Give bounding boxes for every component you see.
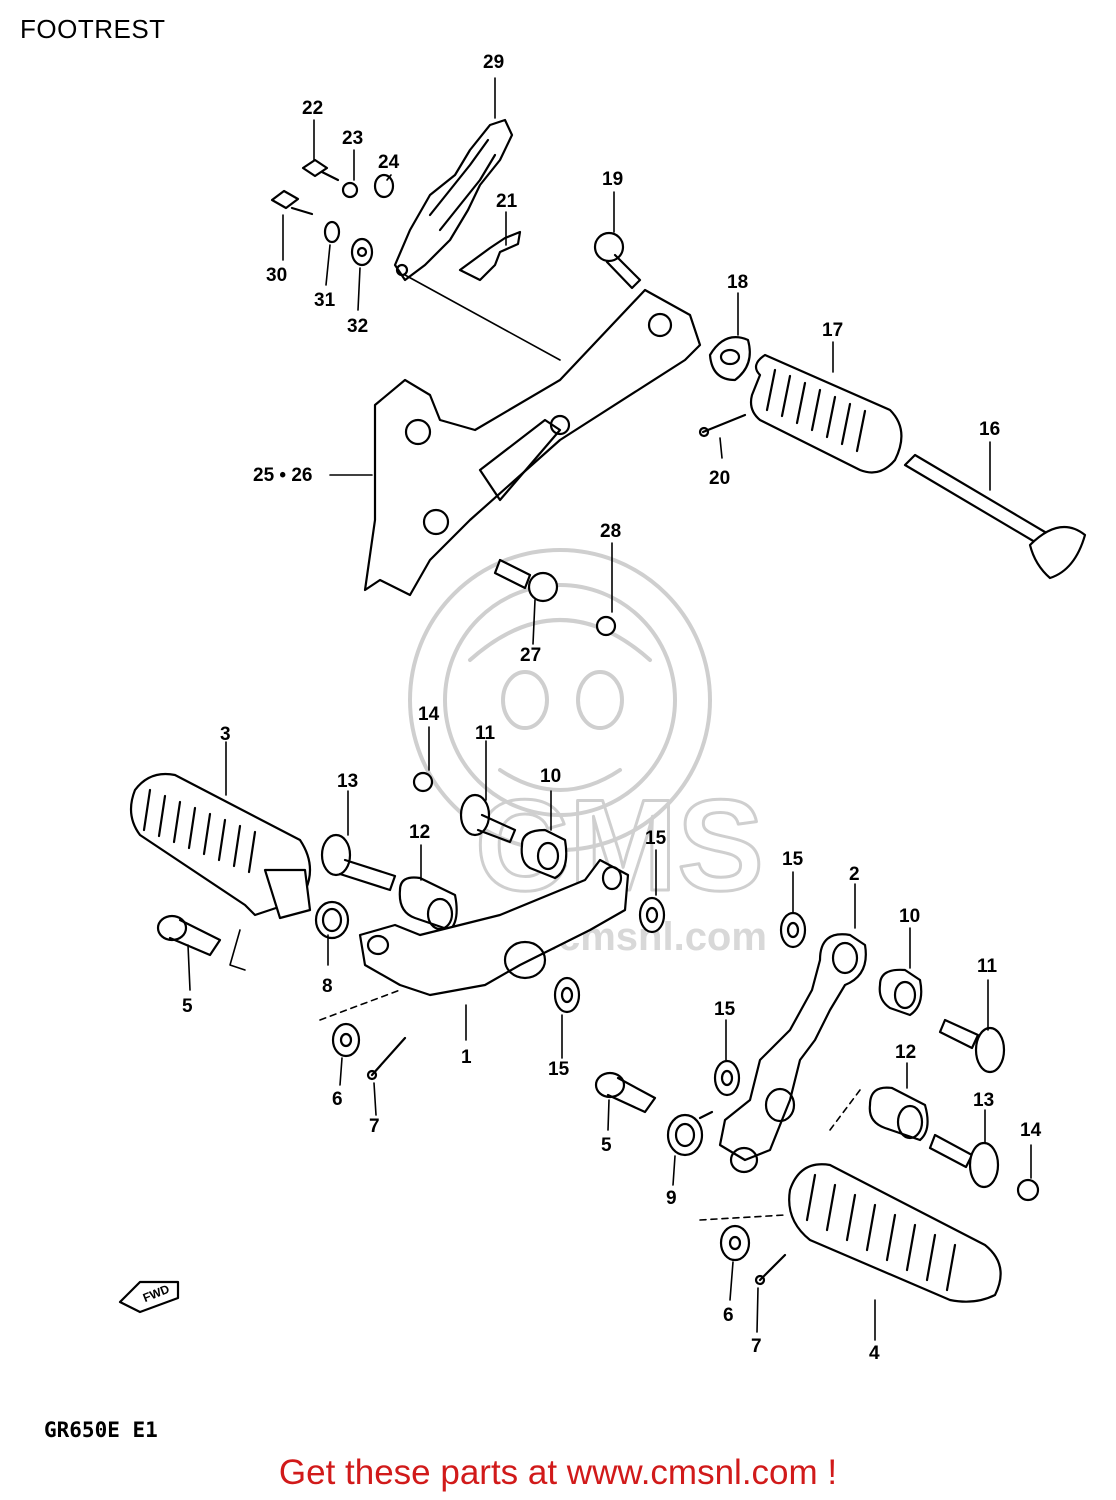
callout-17: 17 bbox=[822, 320, 843, 341]
callout-15b: 15 bbox=[782, 849, 804, 870]
callout-11a: 11 bbox=[475, 723, 496, 744]
page-title: FOOTREST bbox=[20, 14, 166, 44]
part-31-washer bbox=[323, 220, 341, 244]
part-15-washer-c bbox=[779, 911, 807, 949]
leader-lines bbox=[187, 77, 1032, 1341]
part-21-clip bbox=[458, 230, 522, 282]
part-18-washer bbox=[708, 336, 751, 382]
callout-12b: 12 bbox=[895, 1042, 916, 1063]
part-10-bushing-left bbox=[520, 828, 568, 880]
part-24-washer bbox=[373, 173, 395, 199]
part-6-washer-left bbox=[331, 1022, 361, 1058]
callout-15c: 15 bbox=[548, 1059, 570, 1080]
callout-20: 20 bbox=[709, 468, 730, 489]
callout-9: 9 bbox=[666, 1188, 677, 1209]
part-14-cap-right bbox=[1016, 1178, 1040, 1202]
part-17-footpeg bbox=[749, 353, 903, 474]
part-23-washer bbox=[341, 181, 359, 199]
callout-29: 29 bbox=[483, 52, 504, 73]
part-20-cotter-pin bbox=[698, 413, 747, 438]
callout-4: 4 bbox=[869, 1343, 880, 1364]
callout-22: 22 bbox=[302, 98, 323, 119]
callout-25-26: 25 • 26 bbox=[253, 465, 312, 486]
callout-28: 28 bbox=[600, 521, 621, 542]
callout-15a: 15 bbox=[645, 828, 667, 849]
callout-32: 32 bbox=[347, 316, 368, 337]
part-22-bolt bbox=[301, 158, 340, 182]
callout-13a: 13 bbox=[337, 771, 358, 792]
callout-2: 2 bbox=[849, 864, 860, 885]
part-28-cap bbox=[595, 615, 617, 637]
part-27-bolt bbox=[493, 558, 559, 603]
part-15-washer-b bbox=[553, 976, 581, 1014]
part-2-brake-arm bbox=[718, 933, 867, 1174]
callout-6b: 6 bbox=[723, 1305, 734, 1326]
part-7-cotter-left bbox=[366, 1036, 407, 1081]
callout-5b: 5 bbox=[601, 1135, 612, 1156]
callout-10b: 10 bbox=[899, 906, 920, 927]
callout-8: 8 bbox=[322, 976, 333, 997]
part-5-pin-right bbox=[594, 1071, 657, 1114]
part-15-washer-d bbox=[713, 1059, 741, 1097]
fwd-arrow-icon bbox=[118, 1280, 180, 1314]
callout-27: 27 bbox=[520, 645, 541, 666]
part-6-washer-right bbox=[719, 1224, 751, 1262]
part-10-bushing-right bbox=[878, 968, 923, 1017]
callout-30: 30 bbox=[266, 265, 287, 286]
model-code: GR650E E1 bbox=[44, 1418, 158, 1442]
callout-3: 3 bbox=[220, 724, 231, 745]
callout-5a: 5 bbox=[182, 996, 193, 1017]
callout-14a: 14 bbox=[418, 704, 440, 725]
part-14-cap-left bbox=[412, 771, 434, 793]
footer-cta-link[interactable]: Get these parts at www.cmsnl.com ! bbox=[278, 1453, 838, 1492]
callout-7b: 7 bbox=[751, 1336, 762, 1357]
callout-1: 1 bbox=[461, 1047, 472, 1068]
part-11-bolt-right bbox=[938, 1018, 1006, 1074]
callout-10a: 10 bbox=[540, 766, 561, 787]
part-16-pin bbox=[903, 453, 1087, 580]
part-4-footpeg bbox=[788, 1163, 1002, 1303]
part-8-spring bbox=[314, 900, 350, 940]
callout-12a: 12 bbox=[409, 822, 430, 843]
callout-19: 19 bbox=[602, 169, 623, 190]
part-32-washer bbox=[350, 237, 374, 267]
part-30-bolt bbox=[270, 189, 314, 216]
part-13-bolt-right bbox=[928, 1133, 1000, 1189]
part-9-spring bbox=[666, 1110, 714, 1157]
callout-13b: 13 bbox=[973, 1090, 994, 1111]
callout-31: 31 bbox=[314, 290, 336, 311]
callout-labels: 29 22 23 24 19 21 30 31 32 18 17 16 20 2… bbox=[182, 52, 1042, 1364]
callout-7a: 7 bbox=[369, 1116, 380, 1137]
callout-14b: 14 bbox=[1020, 1120, 1042, 1141]
part-3-footpeg bbox=[129, 772, 312, 920]
part-12-bushing-right bbox=[868, 1086, 929, 1142]
callout-18: 18 bbox=[727, 272, 748, 293]
part-12-bushing-left bbox=[398, 876, 458, 932]
part-25-26-bracket bbox=[363, 288, 702, 597]
callout-15d: 15 bbox=[714, 999, 736, 1020]
part-13-bolt-left bbox=[320, 833, 397, 892]
part-11-bolt-left bbox=[459, 793, 517, 844]
part-7-cotter-right bbox=[754, 1253, 787, 1286]
callout-23: 23 bbox=[342, 128, 363, 149]
callout-6a: 6 bbox=[332, 1089, 343, 1110]
part-15-washer-a bbox=[638, 896, 666, 934]
callout-24: 24 bbox=[378, 152, 400, 173]
callout-11b: 11 bbox=[977, 956, 998, 977]
part-19-pin bbox=[593, 231, 642, 290]
part-29-heel-guard bbox=[393, 118, 514, 282]
part-1-shift-lever bbox=[358, 858, 630, 997]
part-5-pin-left bbox=[156, 914, 222, 957]
callout-21: 21 bbox=[496, 191, 518, 212]
callout-16: 16 bbox=[979, 419, 1000, 440]
